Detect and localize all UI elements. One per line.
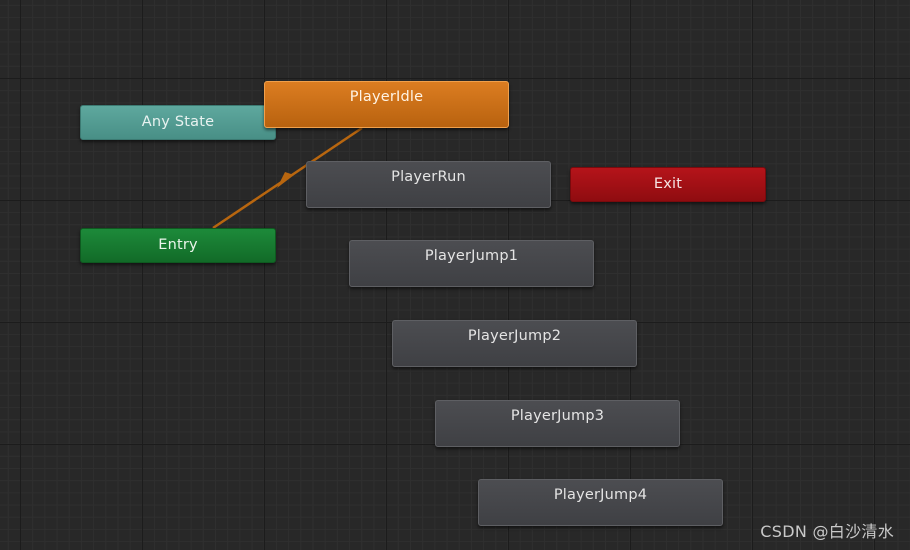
state-node-player-jump4[interactable]: PlayerJump4 [478, 479, 723, 526]
state-node-player-jump1[interactable]: PlayerJump1 [349, 240, 594, 287]
exit-node[interactable]: Exit [570, 167, 766, 202]
state-node-player-jump3[interactable]: PlayerJump3 [435, 400, 680, 447]
transition-arrow-icon[interactable] [277, 172, 294, 188]
entry-node[interactable]: Entry [80, 228, 276, 263]
state-label-player-jump3: PlayerJump3 [510, 408, 605, 424]
state-label-player-jump2: PlayerJump2 [467, 328, 562, 344]
state-label-player-jump4: PlayerJump4 [553, 487, 648, 503]
state-label-player-run: PlayerRun [391, 169, 466, 185]
any-state-label: Any State [141, 114, 215, 130]
any-state-node[interactable]: Any State [80, 105, 276, 140]
default-state-node-player-idle[interactable]: PlayerIdle [264, 81, 509, 128]
state-node-player-jump2[interactable]: PlayerJump2 [392, 320, 637, 367]
state-node-player-run[interactable]: PlayerRun [306, 161, 551, 208]
entry-label: Entry [158, 237, 198, 253]
state-label-player-jump1: PlayerJump1 [424, 248, 519, 264]
state-label-player-idle: PlayerIdle [349, 89, 424, 105]
watermark: CSDN @白沙清水 [760, 522, 894, 541]
exit-label: Exit [653, 176, 683, 192]
